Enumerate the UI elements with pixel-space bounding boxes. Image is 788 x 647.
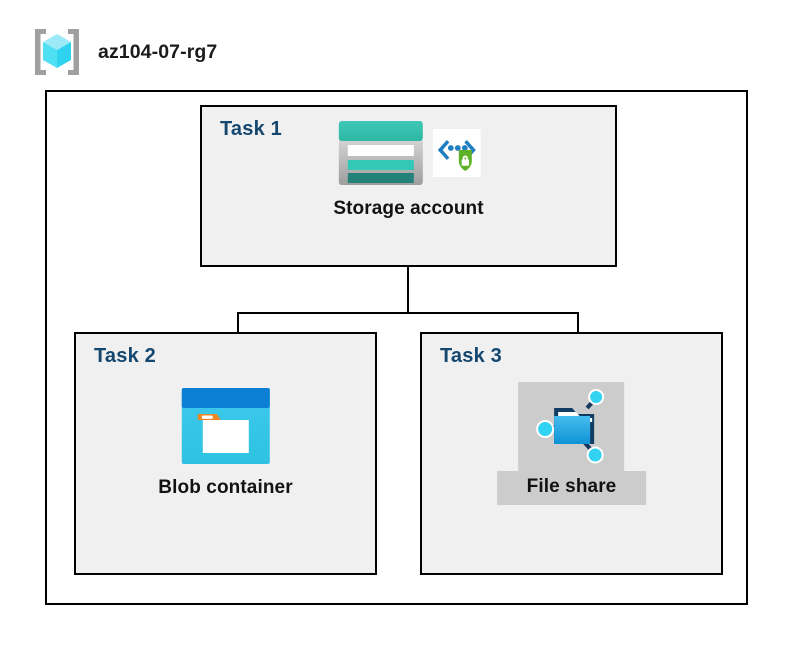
node-file-share[interactable]: File share [496, 382, 647, 505]
storage-account-icon [337, 119, 425, 192]
task-1-label: Task 1 [220, 118, 282, 140]
resource-group-title: az104-07-rg7 [98, 40, 218, 63]
connector-storage-to-bus [407, 267, 409, 314]
resource-group-icon [30, 26, 84, 78]
connector-bus-horizontal [237, 312, 579, 314]
storage-account-icon-row [337, 119, 481, 192]
resource-group-header: az104-07-rg7 [30, 26, 217, 78]
task-1-box[interactable]: Task 1 [200, 105, 617, 267]
task-3-box[interactable]: Task 3 [420, 332, 723, 575]
file-share-caption: File share [496, 471, 647, 505]
node-storage-account[interactable]: Storage account [333, 119, 484, 220]
secure-endpoint-shield-icon [432, 129, 481, 182]
resource-group-container: Task 1 [45, 90, 748, 605]
task-2-box[interactable]: Task 2 [74, 332, 377, 575]
task-2-label: Task 2 [94, 345, 156, 367]
task-3-label: Task 3 [440, 345, 502, 367]
blob-container-caption: Blob container [158, 477, 293, 498]
storage-account-caption: Storage account [333, 198, 484, 219]
file-share-icon [518, 382, 625, 471]
node-blob-container[interactable]: Blob container [158, 386, 293, 499]
blob-container-icon [179, 386, 271, 471]
